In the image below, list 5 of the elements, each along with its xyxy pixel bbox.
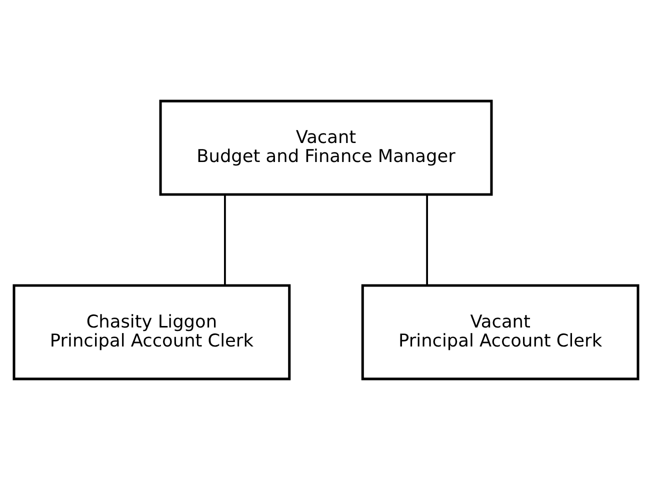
node-box: Vacant Budget and Finance Manager [159,100,493,196]
node-box: Vacant Principal Account Clerk [361,284,640,380]
connector [426,194,428,286]
connector [224,194,226,286]
node-box: Chasity Liggon Principal Account Clerk [12,284,291,380]
